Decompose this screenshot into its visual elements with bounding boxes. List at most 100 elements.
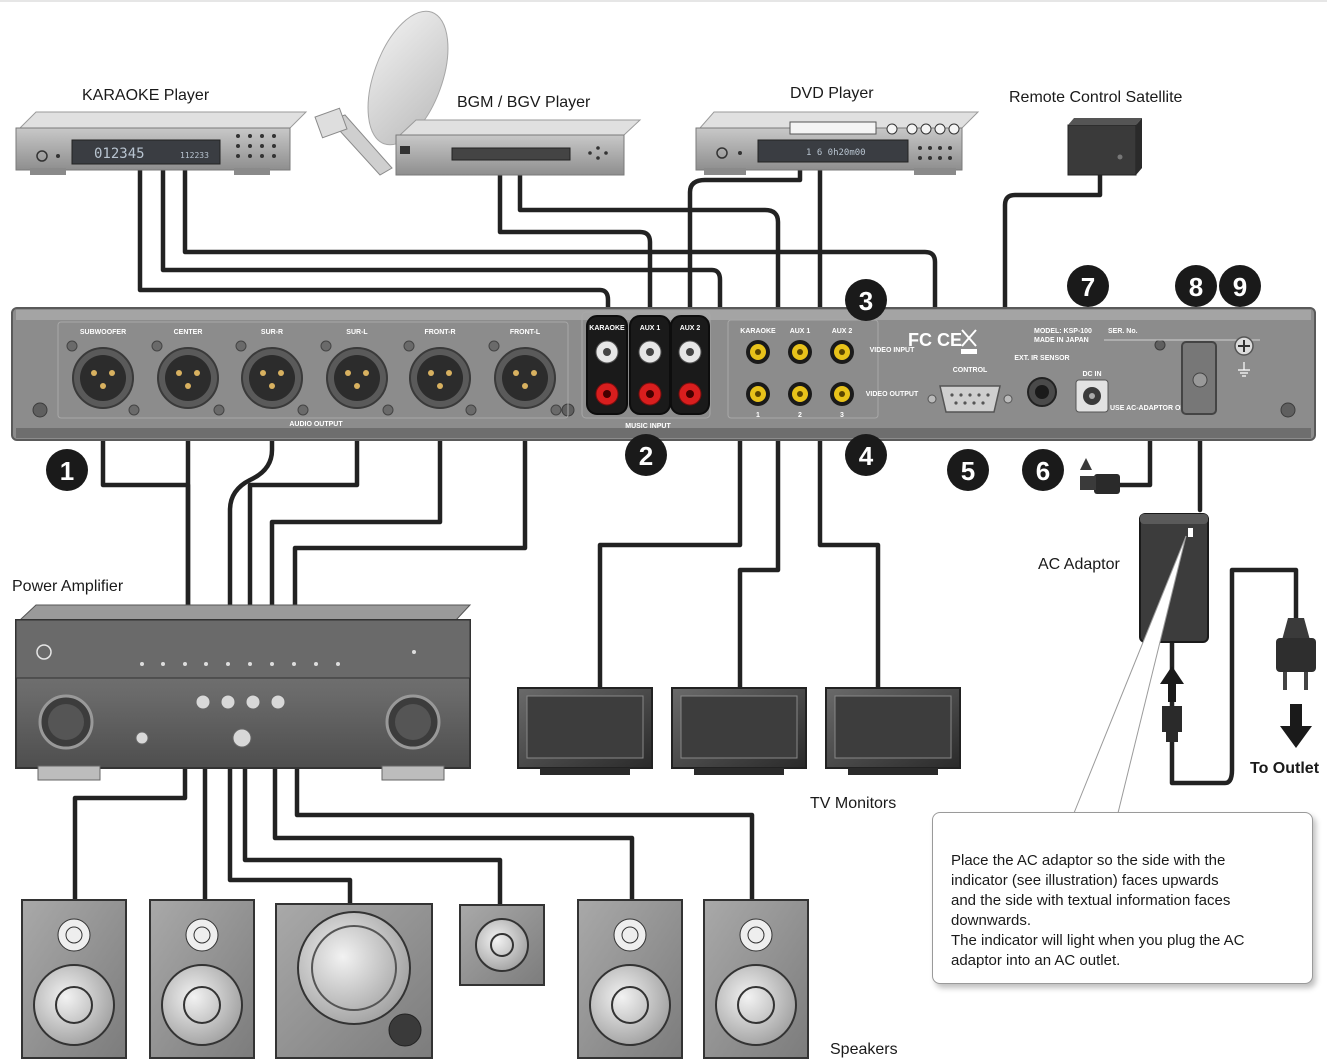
audio-output-jacks [66,340,562,416]
tv-monitors-label: TV Monitors [810,795,896,812]
bgm-bgv-player: BGM / BGV Player [395,94,642,176]
ac-adaptor-note-text: Place the AC adaptor so the side with th… [951,852,1245,969]
satellite-dish-icon [314,10,449,176]
karaoke-player-label: KARAOKE Player [82,87,210,104]
label-front-l: FRONT-L [510,329,541,336]
xlr-jack-center[interactable] [151,340,225,416]
svg-text:6: 6 [1036,456,1050,486]
label-center: CENTER [174,329,203,336]
callout-badge-4: 4 [845,434,887,476]
dc-plug [1080,458,1120,494]
callout-badge-3: 3 [845,279,887,321]
tv-monitors: TV Monitors [517,687,961,812]
label-ext-ir: EXT. IR SENSOR [1014,355,1069,362]
svg-text:9: 9 [1233,272,1247,302]
video-input-karaoke-jack[interactable] [746,340,770,364]
dvd-player-label: DVD Player [790,85,874,102]
label-music-karaoke: KARAOKE [589,325,625,332]
bgm-bgv-player-label: BGM / BGV Player [457,94,591,111]
xlr-jack-sur-l[interactable] [320,340,394,416]
rear-panel: SUBWOOFER CENTER SUR-R SUR-L FRONT-R FRO… [11,307,1316,441]
callout-badge-8: 8 [1175,265,1217,307]
svg-text:1: 1 [60,456,74,486]
speakers-label: Speakers [830,1041,898,1058]
to-outlet-label: To Outlet [1250,760,1320,777]
label-video-out-1: 1 [756,412,760,419]
rca-aux1-pair[interactable]: AUX 1 [629,315,671,415]
label-video-out-2: 2 [798,412,802,419]
remote-control-satellite: Remote Control Satellite [1009,89,1183,176]
video-input-aux2-jack[interactable] [830,340,854,364]
label-video-input: VIDEO INPUT [870,347,915,354]
svg-text:7: 7 [1081,272,1095,302]
control-port[interactable]: CONTROL [927,367,1013,413]
tv-monitor-1 [517,687,653,775]
label-video-out-3: 3 [840,412,844,419]
arrow-down-icon [1280,704,1312,748]
svg-text:FC CE: FC CE [908,330,962,350]
callout-badge-5: 5 [947,449,989,491]
label-video-output: VIDEO OUTPUT [866,391,919,398]
callout-badge-7: 7 [1067,265,1109,307]
note-pointer [1073,535,1187,814]
xlr-jack-front-l[interactable] [488,340,562,416]
indicator-light-icon [1188,528,1193,537]
ext-ir-sensor-jack[interactable]: EXT. IR SENSOR [1014,355,1070,407]
speaker-center [149,899,255,1059]
video-jacks: KARAOKE AUX 1 AUX 2 1 2 3 [727,319,919,419]
remote-satellite-label: Remote Control Satellite [1009,89,1183,106]
speaker-surround-right [577,899,683,1059]
callout-badge-1: 1 [46,449,88,491]
label-audio-output: AUDIO OUTPUT [289,421,343,428]
power-amplifier: Power Amplifier [12,578,472,781]
ac-adaptor-note: Place the AC adaptor so the side with th… [932,812,1313,984]
xlr-jack-sur-r[interactable] [235,340,309,416]
dvd-lcd: 1 6 0h20m00 [806,148,866,158]
svg-text:2: 2 [639,441,653,471]
speaker-subwoofer [275,903,433,1059]
ac-adaptor-label: AC Adaptor [1038,556,1121,573]
label-video-karaoke: KARAOKE [740,328,776,335]
xlr-jack-subwoofer[interactable] [66,340,140,416]
svg-text:5: 5 [961,456,975,486]
video-output-3-jack[interactable] [830,382,854,406]
rca-aux2-pair[interactable]: AUX 2 [670,315,710,415]
callout-badge-6: 6 [1022,449,1064,491]
video-input-aux1-jack[interactable] [788,340,812,364]
label-video-aux1: AUX 1 [790,328,811,335]
karaoke-lcd-main: 012345 [94,146,145,162]
ground-terminal-icon[interactable] [1234,336,1254,377]
label-front-r: FRONT-R [424,329,455,336]
label-music-input: MUSIC INPUT [625,423,671,430]
label-control: CONTROL [953,367,988,374]
rca-karaoke-pair[interactable]: KARAOKE [586,315,628,415]
video-output-2-jack[interactable] [788,382,812,406]
karaoke-lcd-small: 112233 [180,151,209,160]
callout-badges: 1 2 3 4 5 6 7 8 9 [46,265,1261,491]
video-output-1-jack[interactable] [746,382,770,406]
svg-text:3: 3 [859,286,873,316]
speaker-surround-left [703,899,809,1059]
svg-text:8: 8 [1189,272,1203,302]
callout-badge-9: 9 [1219,265,1261,307]
tv-monitor-3 [825,687,961,775]
label-music-aux1: AUX 1 [640,325,661,332]
cord-hook[interactable] [1181,341,1217,415]
compliance-marks-icon: FC CE [908,329,977,354]
karaoke-player: 012345 112233 KARAOKE Player [15,87,308,175]
label-made-in: MADE IN JAPAN [1034,337,1089,344]
label-music-aux2: AUX 2 [680,325,701,332]
xlr-jack-front-r[interactable] [403,340,477,416]
label-adaptor-note: USE AC-ADAPTOR ONLY [1110,405,1194,412]
music-input-jacks: KARAOKE AUX 1 AUX 2 MUSIC INPUT [581,311,711,430]
mains-plug [1276,618,1316,690]
dc-in-jack[interactable]: DC IN [1075,371,1109,413]
arrow-up-icon [1160,666,1184,702]
label-video-aux2: AUX 2 [832,328,853,335]
label-sur-l: SUR-L [346,329,368,336]
dvd-player: 1 6 0h20m00 DVD Player [695,85,980,175]
label-ser-no: SER. No. [1108,328,1138,335]
label-subwoofer: SUBWOOFER [80,329,126,336]
label-model: MODEL: KSP-100 [1034,328,1092,335]
